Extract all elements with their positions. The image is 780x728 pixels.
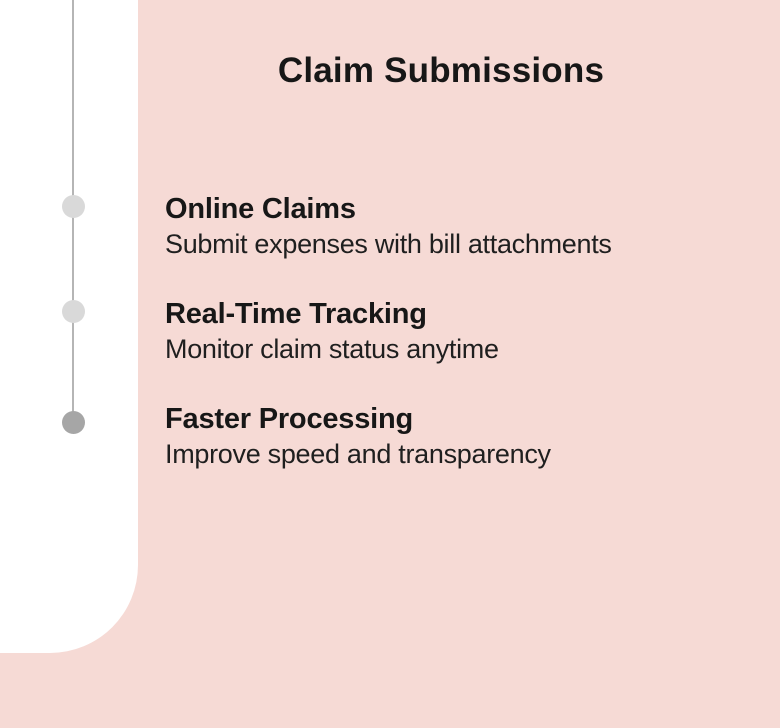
item-description: Monitor claim status anytime: [165, 334, 499, 364]
timeline-items: Online Claims Submit expenses with bill …: [165, 191, 612, 506]
timeline-dot-1: [61, 195, 85, 218]
item-description: Improve speed and transparency: [165, 439, 551, 469]
timeline-dot-3: [61, 411, 85, 434]
left-panel: [0, 0, 138, 653]
item-heading: Online Claims: [165, 193, 356, 225]
timeline-dot-2: [61, 300, 85, 323]
item-heading: Faster Processing: [165, 403, 414, 435]
timeline-item-faster-processing: Faster Processing Improve speed and tran…: [165, 401, 612, 471]
item-heading: Real-Time Tracking: [165, 298, 427, 330]
item-description: Submit expenses with bill attachments: [165, 229, 612, 259]
page-title: Claim Submissions: [277, 51, 605, 90]
timeline-item-real-time-tracking: Real-Time Tracking Monitor claim status …: [165, 296, 612, 366]
timeline-item-online-claims: Online Claims Submit expenses with bill …: [165, 191, 612, 261]
